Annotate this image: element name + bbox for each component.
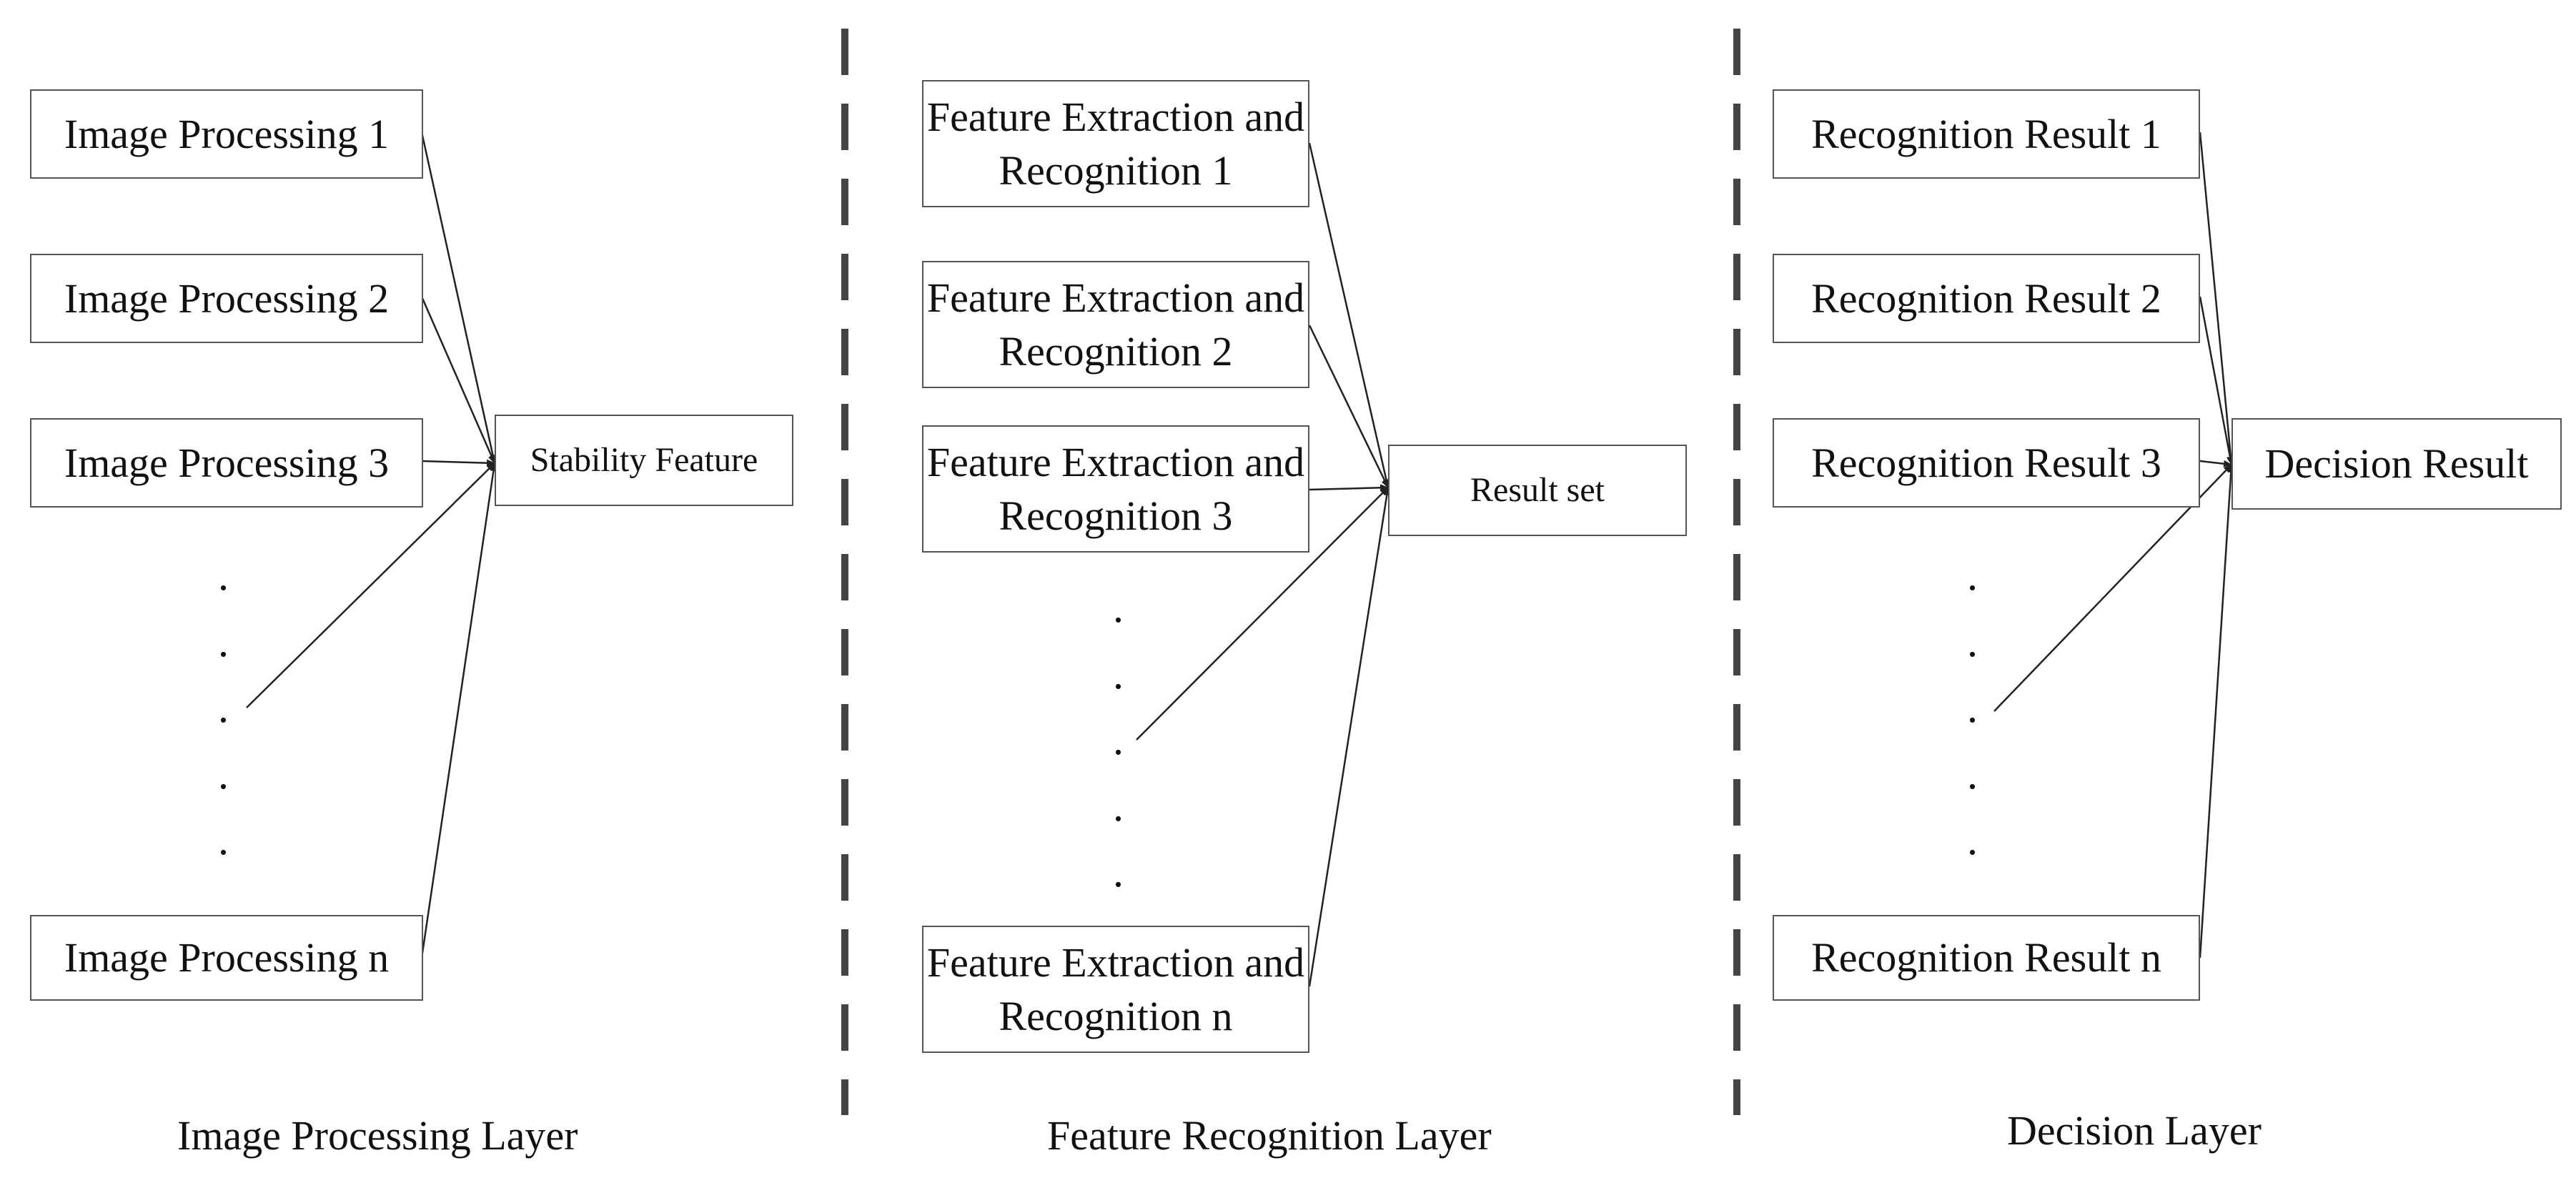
feature-extraction-3-label: Feature Extraction and Recognition 3: [926, 438, 1305, 539]
image-processing-1-box: Image Processing 1: [30, 89, 423, 179]
feature-extraction-n-box: Feature Extraction and Recognition n: [922, 926, 1309, 1053]
ellipsis-dot: .: [218, 684, 229, 731]
ellipsis-dot: .: [218, 816, 229, 863]
stability-feature-box: Stability Feature: [495, 415, 793, 506]
image-processing-connectors: [246, 132, 497, 959]
ellipsis-dot: .: [218, 618, 229, 665]
decision-result-box: Decision Result: [2231, 418, 2562, 510]
recognition-result-3-box: Recognition Result 3: [1773, 418, 2200, 508]
ellipsis-dot: .: [1967, 684, 1978, 731]
image-processing-2-label: Image Processing 2: [64, 274, 390, 322]
image-processing-n-label: Image Processing n: [64, 934, 390, 981]
recognition-result-3-label: Recognition Result 3: [1811, 439, 2161, 486]
feature-extraction-2-label: Feature Extraction and Recognition 2: [926, 274, 1305, 375]
recognition-result-n-box: Recognition Result n: [1773, 915, 2200, 1001]
recognition-result-n-label: Recognition Result n: [1811, 934, 2161, 981]
ellipsis-dot: .: [1967, 816, 1978, 863]
ellipsis-dot: .: [1113, 716, 1124, 763]
recognition-result-1-label: Recognition Result 1: [1811, 110, 2161, 157]
image-processing-1-label: Image Processing 1: [64, 110, 390, 157]
feature-extraction-n-label: Feature Extraction and Recognition n: [926, 939, 1305, 1039]
stability-feature-label: Stability Feature: [530, 440, 758, 479]
feature-recognition-connectors: [1136, 142, 1391, 987]
ellipsis-dot: .: [1967, 552, 1978, 599]
layer-label-image-processing: Image Processing Layer: [177, 1112, 578, 1159]
image-processing-n-box: Image Processing n: [30, 915, 423, 1001]
ellipsis-dot: .: [1113, 848, 1124, 896]
layer-label-decision: Decision Layer: [2007, 1107, 2262, 1154]
ellipsis-dot: .: [1967, 618, 1978, 665]
ellipsis-dot: .: [1113, 783, 1124, 830]
result-set-label: Result set: [1470, 470, 1605, 509]
feature-extraction-1-box: Feature Extraction and Recognition 1: [922, 80, 1309, 207]
image-processing-2-box: Image Processing 2: [30, 254, 423, 343]
recognition-result-1-box: Recognition Result 1: [1773, 89, 2200, 179]
feature-extraction-1-label: Feature Extraction and Recognition 1: [926, 93, 1305, 194]
layer-label-feature-recognition: Feature Recognition Layer: [1047, 1112, 1492, 1159]
result-set-box: Result set: [1388, 445, 1687, 536]
feature-extraction-3-box: Feature Extraction and Recognition 3: [922, 425, 1309, 553]
ellipsis-dot: .: [1113, 650, 1124, 698]
ellipsis-dot: .: [1113, 584, 1124, 631]
recognition-result-2-box: Recognition Result 2: [1773, 254, 2200, 343]
decision-result-label: Decision Result: [2264, 440, 2529, 487]
recognition-result-2-label: Recognition Result 2: [1811, 274, 2161, 322]
image-processing-3-label: Image Processing 3: [64, 439, 390, 486]
image-processing-3-box: Image Processing 3: [30, 418, 423, 508]
ellipsis-dot: .: [218, 751, 229, 798]
feature-extraction-2-box: Feature Extraction and Recognition 2: [922, 261, 1309, 388]
ellipsis-dot: .: [1967, 751, 1978, 798]
ellipsis-dot: .: [218, 552, 229, 599]
decision-connectors: [1993, 132, 2235, 959]
